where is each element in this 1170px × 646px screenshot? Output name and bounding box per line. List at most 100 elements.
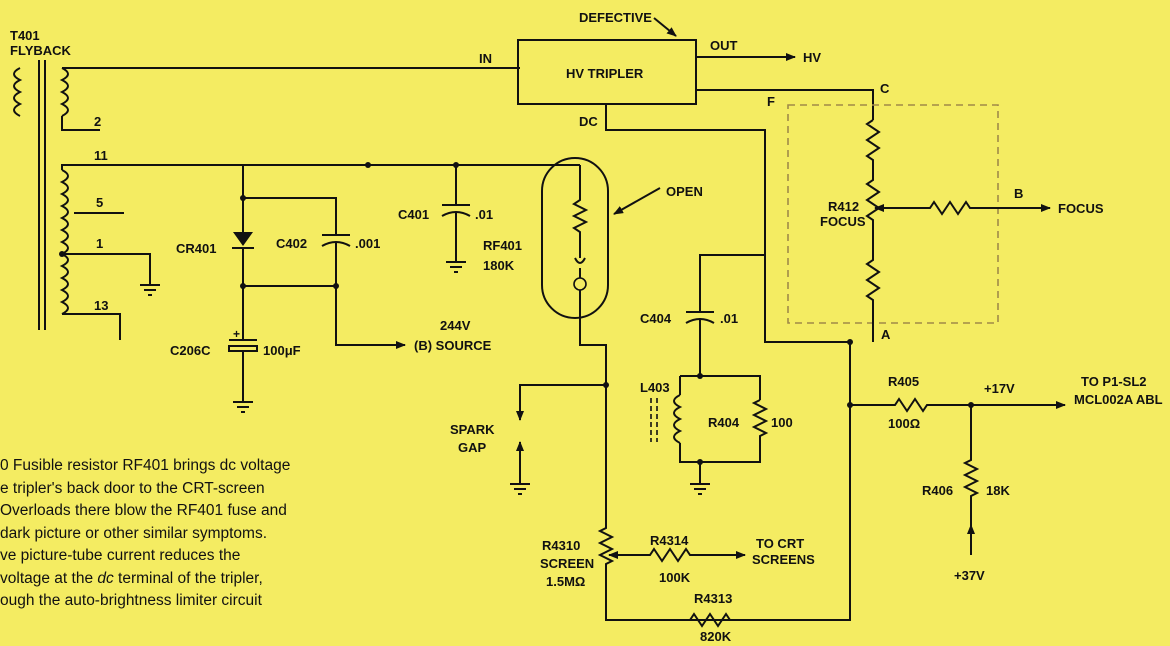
out-label: OUT [710,38,738,53]
caption-line-1: 0 Fusible resistor RF401 brings dc volta… [0,457,291,474]
r4310-screen-path [597,342,851,621]
c206c-plus: + [233,327,240,341]
c402-label: C402 [276,236,307,251]
wire-cr401-c402-top [243,197,337,235]
pin11-label: 11 [94,148,108,163]
plus17v-label: +17V [984,381,1015,396]
rf401-value: 180K [483,258,515,273]
c401-label: C401 [398,207,429,222]
r404-resistor [751,399,769,442]
a-label: A [881,327,891,342]
b-source-label: (B) SOURCE [414,338,492,353]
244v-label: 244V [440,318,471,333]
caption-line-2: e tripler's back door to the CRT-screen [0,479,265,497]
hv-tripler-label: HV TRIPLER [566,66,644,81]
r405-wire [850,397,1066,413]
defective-arrow [653,17,677,37]
hv-label: HV [803,50,821,65]
pin5-label: 5 [96,195,103,210]
r406-value: 18K [986,483,1010,498]
focus-output-wire [883,200,1051,216]
r4310-value: 1.5MΩ [546,574,585,589]
ground-symbol-pin1 [140,284,160,296]
r4314-wire [618,547,746,563]
wire-pin2 [61,116,100,131]
to-crt-label: TO CRT [756,536,804,551]
r4313-label: R4313 [694,591,732,606]
wire-pin11 [61,164,368,170]
in-label: IN [479,51,492,66]
secondary-winding-upper [59,67,69,117]
ground-symbol-c206c [233,401,253,413]
caption-line-7: ough the auto-brightness limiter circuit [0,592,262,609]
primary-winding [13,67,23,117]
wire-c404-top [699,254,765,312]
wire-c401 [368,164,457,205]
flyback-label: FLYBACK [10,43,72,58]
rf401-envelope [541,157,609,319]
screen-label: SCREEN [540,556,594,571]
to-p1-label: TO P1-SL2 [1081,374,1147,389]
r406-resistor [962,405,980,540]
caption-line-6a: voltage at the [0,569,98,587]
c404-value: .01 [720,311,738,326]
r405-label: R405 [888,374,919,389]
pin1-label: 1 [96,236,103,251]
dc-label: DC [579,114,598,129]
cr401-label: CR401 [176,241,216,256]
ground-symbol-r404 [690,483,710,495]
r412-focus-resistor [865,119,881,342]
ground-symbol-spark-gap [510,483,530,495]
r4310-label: R4310 [542,538,580,553]
caption-line-6c: terminal of the tripler, [113,569,263,587]
r404-value: 100 [771,415,793,430]
rf401-label: RF401 [483,238,522,253]
wire-r404-top [680,375,761,400]
flyback-transformer [13,60,69,330]
r4314-value: 100K [659,570,691,585]
b-label: B [1014,186,1023,201]
focus-block-outline [787,104,999,324]
r412-label: R412 [828,199,859,214]
gap-label: GAP [458,440,487,455]
rf401-resistor [571,165,589,258]
caption-line-3: Overloads there blow the RF401 fuse and [0,502,287,519]
pin2-label: 2 [94,114,101,129]
ground-symbol-c401 [446,261,466,273]
r405-value: 100Ω [888,416,920,431]
r4313-value: 820K [700,629,732,644]
secondary-winding-lower [59,169,69,315]
wire-tripler-c [696,89,874,120]
pin13-label: 13 [94,298,108,313]
c206c-value: 100μF [263,343,301,358]
c206c-capacitor [228,345,258,352]
open-label: OPEN [666,184,703,199]
c-label: C [880,81,890,96]
l403-label: L403 [640,380,670,395]
rf401-fuse-link [574,257,586,278]
r4314-label: R4314 [650,533,689,548]
r412-focus-label: FOCUS [820,214,866,229]
c401-value: .01 [475,207,493,222]
c402-value: .001 [355,236,380,251]
t401-label: T401 [10,28,40,43]
defective-label: DEFECTIVE [579,10,652,25]
caption-line-4: dark picture or other similar symptoms. [0,524,268,542]
wire-b-source [335,286,406,349]
wire-tripler-dc [605,104,848,343]
wire-pin13 [62,313,121,340]
cr401-diode [233,232,253,246]
screens-label: SCREENS [752,552,815,567]
caption-line-6b: dc [97,569,114,587]
l403-inductor [673,394,683,444]
focus-output-label: FOCUS [1058,201,1104,216]
plus37v-label: +37V [954,568,985,583]
wire-rf401-screen [579,318,607,385]
r404-label: R404 [708,415,740,430]
spark-label: SPARK [450,422,495,437]
wire-pin1 [62,253,151,285]
mcl-label: MCL002A ABL [1074,392,1163,407]
figure-caption: 0 Fusible resistor RF401 brings dc volta… [0,455,468,613]
